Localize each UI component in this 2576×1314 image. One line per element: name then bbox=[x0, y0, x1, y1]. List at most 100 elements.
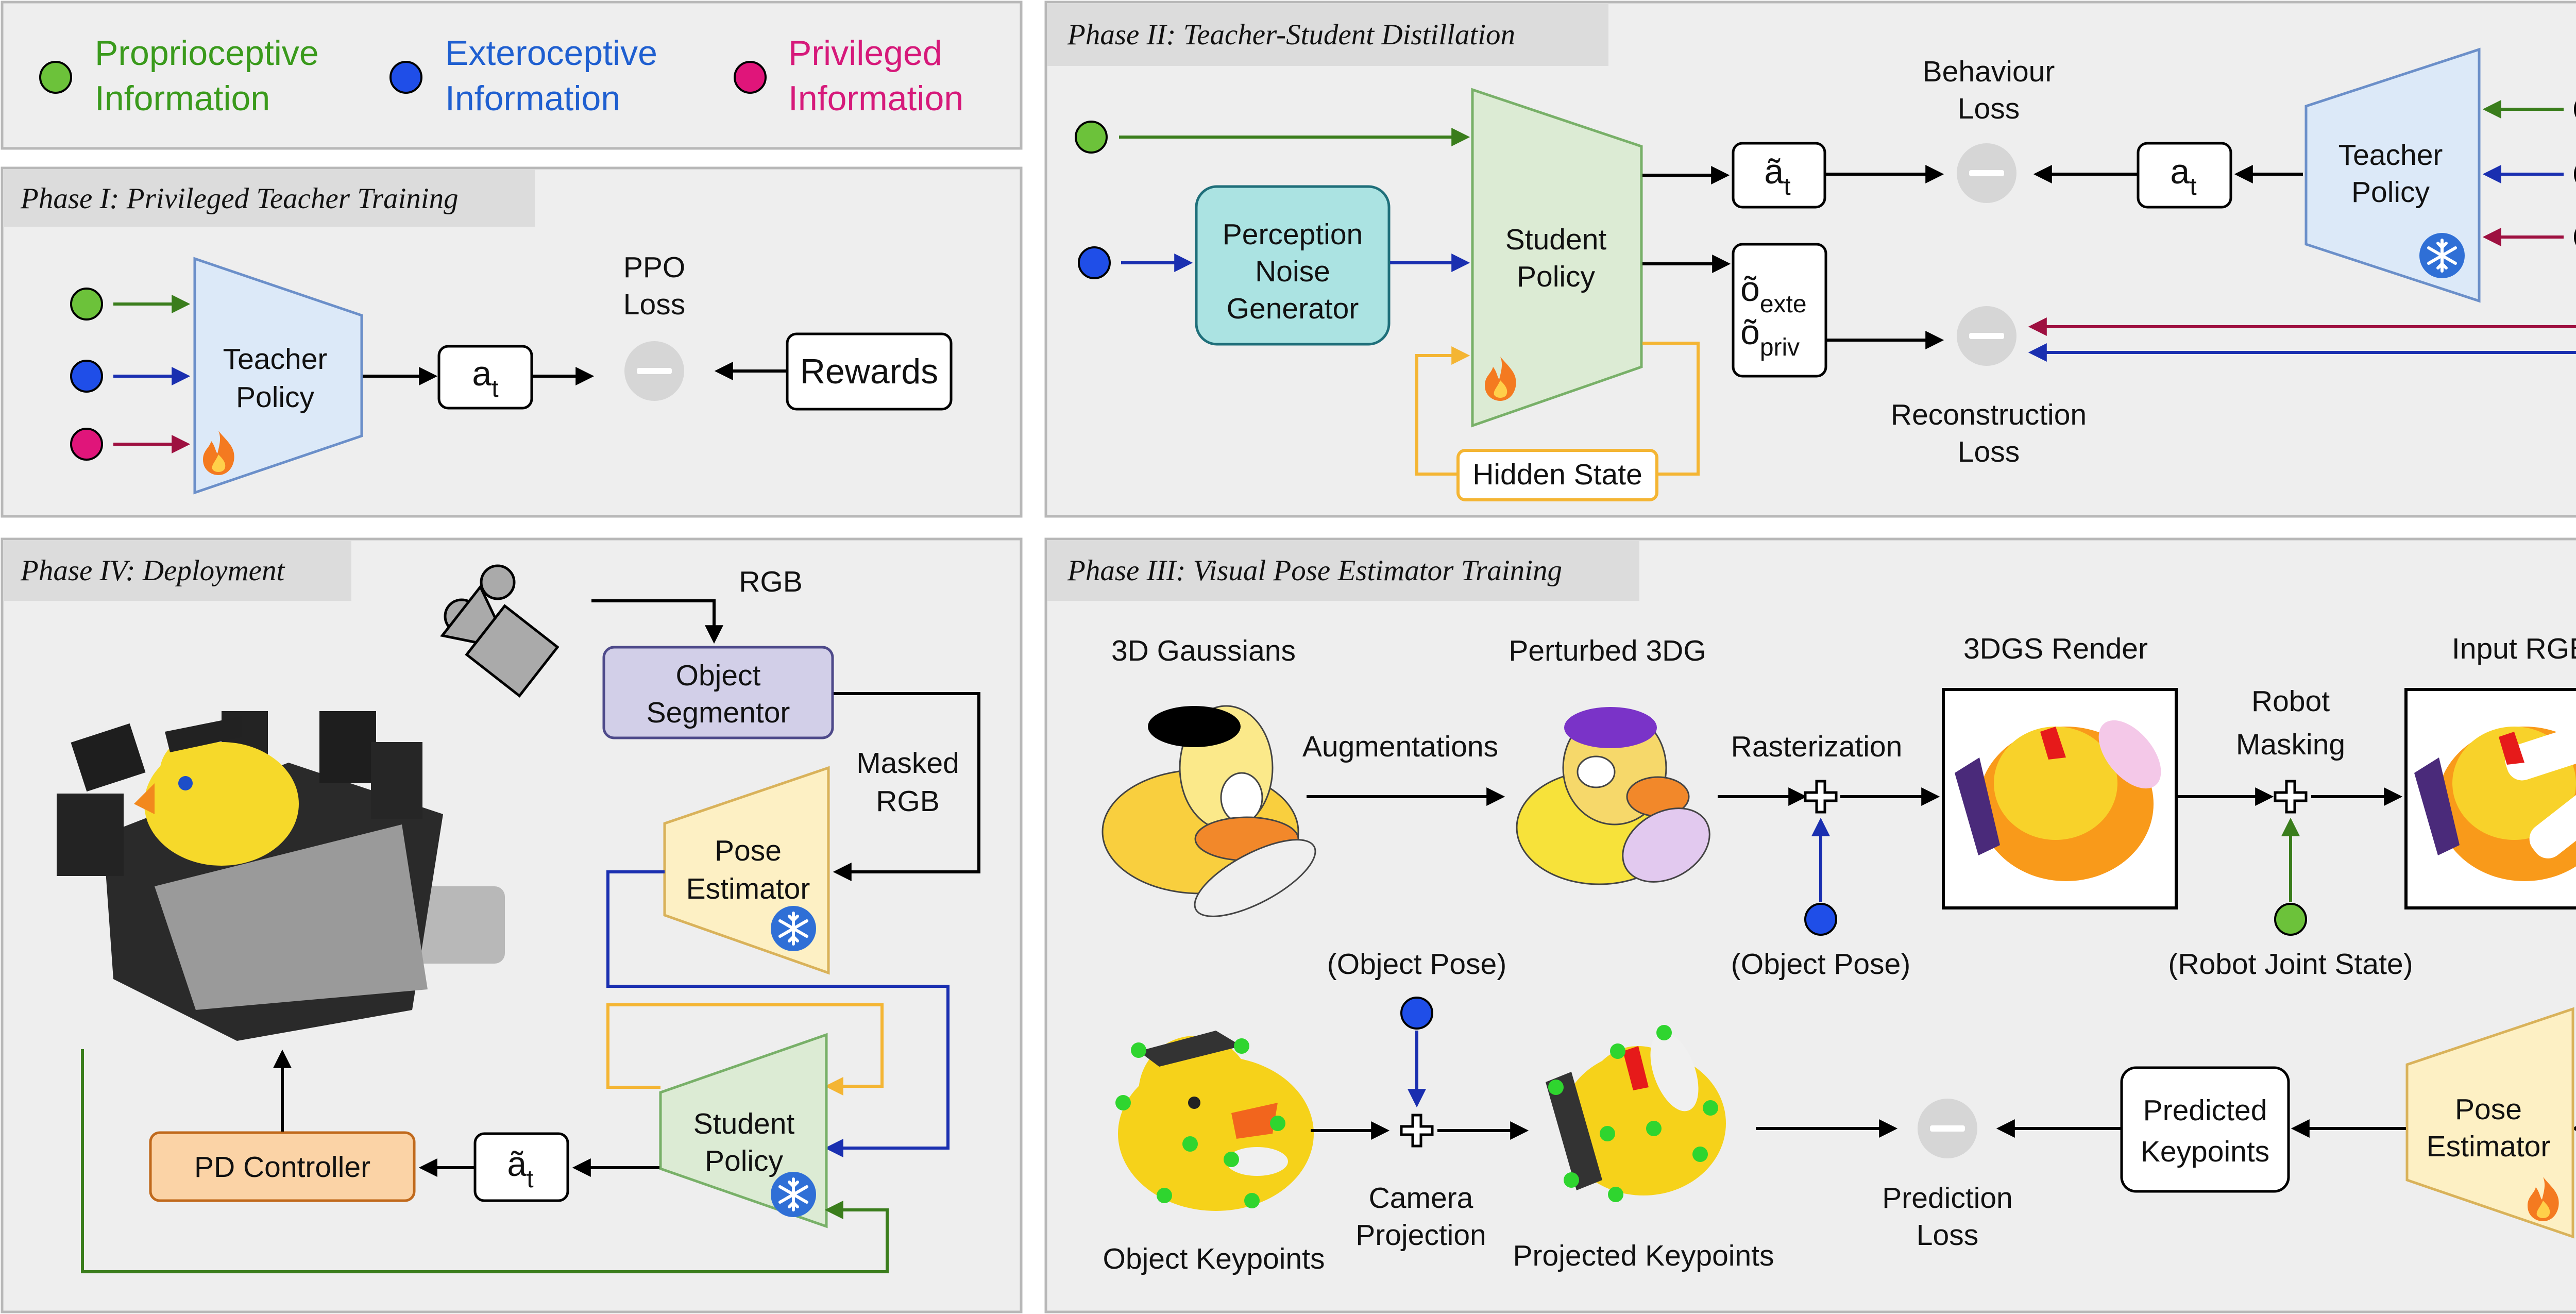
segmentor-line2: Segmentor bbox=[647, 696, 790, 729]
noise-line3: Generator bbox=[1227, 292, 1359, 325]
legend-panel: Proprioceptive Information Exteroceptive… bbox=[1, 1, 1023, 150]
masked-line2: RGB bbox=[876, 785, 940, 818]
render-label: 3DGS Render bbox=[1963, 632, 2148, 665]
phase2-student-line1: Student bbox=[1505, 223, 1607, 256]
phase2-teacher-policy: Teacher Policy bbox=[2304, 47, 2481, 303]
phase1-title: Phase I: Privileged Teacher Training bbox=[20, 182, 459, 215]
perturbed-label: Perturbed 3DG bbox=[1509, 634, 1706, 667]
snowflake-icon bbox=[771, 906, 816, 951]
phase1-action-sub: t bbox=[492, 375, 498, 402]
augmentations-label: Augmentations bbox=[1302, 730, 1498, 763]
object-pose-1-label: (Object Pose) bbox=[1731, 948, 1910, 981]
rgb-label: RGB bbox=[739, 565, 803, 598]
predicted-keypoints-box: Predicted Keypoints bbox=[2120, 1066, 2290, 1193]
teacher-action: a bbox=[2170, 152, 2190, 191]
green-dot-icon bbox=[1075, 121, 1108, 154]
gaussians-image bbox=[1101, 705, 1316, 917]
noise-line1: Perception bbox=[1223, 218, 1363, 251]
phase4-student-line1: Student bbox=[693, 1107, 795, 1140]
student-action-sub: t bbox=[1784, 173, 1790, 200]
phase1-action-box: at bbox=[437, 345, 533, 410]
phase2-title: Phase II: Teacher-Student Distillation bbox=[1067, 19, 1515, 51]
blue-dot-icon bbox=[389, 61, 422, 94]
phase3-panel: Phase III: Visual Pose Estimator Trainin… bbox=[1044, 537, 2576, 1313]
phase1-teacher-policy: Teacher Policy bbox=[193, 257, 363, 495]
obs-exte: õ bbox=[1740, 269, 1760, 309]
prediction-line2: Loss bbox=[1917, 1219, 1978, 1252]
pink-dot-icon bbox=[70, 428, 103, 461]
object-keypoints-label: Object Keypoints bbox=[1103, 1242, 1325, 1275]
object-pose-2-label: (Object Pose) bbox=[1327, 948, 1506, 981]
robot-hand-photo bbox=[57, 711, 505, 1041]
camera-icon bbox=[440, 564, 560, 698]
projected-keypoints-label: Projected Keypoints bbox=[1513, 1239, 1774, 1272]
phase1-loss-line2: Loss bbox=[623, 288, 685, 321]
ppo-loss-minus-icon bbox=[624, 341, 684, 401]
legend-exteroceptive-line2: Information bbox=[445, 79, 620, 118]
blue-dot-icon bbox=[1400, 997, 1433, 1030]
phase4-pose-line2: Estimator bbox=[686, 872, 810, 905]
phase1-teacher-line1: Teacher bbox=[223, 343, 328, 376]
legend-privileged-line2: Information bbox=[788, 79, 963, 118]
camera-line1: Camera bbox=[1369, 1182, 1473, 1215]
phase2-teacher-line1: Teacher bbox=[2338, 139, 2443, 172]
behaviour-line2: Loss bbox=[1958, 92, 2020, 125]
student-action: ã bbox=[1764, 152, 1784, 191]
predicted-line1: Predicted bbox=[2143, 1094, 2267, 1127]
phase1-action: a bbox=[472, 354, 492, 393]
obs-priv: õ bbox=[1740, 313, 1760, 352]
rewards-label: Rewards bbox=[800, 352, 938, 391]
legend-privileged-line1: Privileged bbox=[788, 33, 942, 73]
phase4-pose-line1: Pose bbox=[715, 834, 782, 867]
student-action-box: ãt bbox=[1732, 142, 1826, 209]
joint-state-label: (Robot Joint State) bbox=[2168, 948, 2413, 981]
reconstruction-loss-minus-icon bbox=[1957, 306, 2016, 366]
phase4-pose-estimator: Pose Estimator bbox=[663, 766, 830, 975]
rewards-box: Rewards bbox=[786, 332, 953, 411]
legend-exteroceptive: Exteroceptive Information bbox=[389, 33, 657, 118]
phase4-student-policy: Student Policy bbox=[659, 1033, 828, 1228]
input-rgb-image bbox=[2404, 688, 2576, 909]
recon-line1: Reconstruction bbox=[1891, 398, 2087, 431]
svg-text:at: at bbox=[2170, 152, 2196, 200]
pink-dot-icon bbox=[734, 61, 767, 94]
recon-line2: Loss bbox=[1958, 435, 2020, 468]
phase4-panel: Phase IV: Deployment RGB Object Segmento… bbox=[1, 537, 1023, 1313]
phase4-action-box: ãt bbox=[473, 1132, 569, 1202]
blue-dot-icon bbox=[1804, 903, 1837, 936]
blue-dot-icon bbox=[70, 360, 103, 393]
phase2-student-policy: Student Policy bbox=[1471, 88, 1643, 428]
phase3-pose-estimator: Pose Estimator bbox=[2405, 1007, 2574, 1239]
snowflake-icon bbox=[2419, 233, 2465, 278]
obs-exte-sub: exte bbox=[1760, 291, 1807, 318]
perception-noise-generator: Perception Noise Generator bbox=[1195, 185, 1391, 346]
phase1-teacher-line2: Policy bbox=[236, 381, 315, 414]
camera-line2: Projection bbox=[1355, 1219, 1486, 1252]
obs-priv-sub: priv bbox=[1760, 334, 1800, 361]
phase4-action-sub: t bbox=[527, 1166, 533, 1193]
green-dot-icon bbox=[39, 61, 72, 94]
green-dot-icon bbox=[2274, 903, 2307, 936]
phase4-student-line2: Policy bbox=[705, 1144, 784, 1177]
rasterization-label: Rasterization bbox=[1731, 730, 1903, 763]
teacher-action-box: at bbox=[2137, 142, 2232, 209]
teacher-action-sub: t bbox=[2190, 173, 2196, 200]
legend-proprioceptive-line2: Information bbox=[95, 79, 270, 118]
legend-proprioceptive: Proprioceptive Information bbox=[39, 33, 319, 118]
svg-text:õpriv: õpriv bbox=[1740, 313, 1800, 361]
phase1-panel: Phase I: Privileged Teacher Training Tea… bbox=[1, 166, 1023, 518]
projected-keypoints-image bbox=[1546, 1025, 1726, 1202]
robot-masking-line1: Robot bbox=[2251, 685, 2330, 718]
robot-masking-line2: Masking bbox=[2236, 728, 2345, 761]
phase2-student-line2: Policy bbox=[1517, 260, 1596, 293]
reconstruction-obs-box: õexte õpriv bbox=[1732, 243, 1827, 378]
segmentor-line1: Object bbox=[676, 659, 761, 692]
input-rgb-label: Input RGB bbox=[2452, 632, 2576, 665]
phase2-teacher-line2: Policy bbox=[2351, 176, 2430, 209]
predicted-line2: Keypoints bbox=[2141, 1135, 2269, 1168]
svg-text:ãt: ãt bbox=[1764, 152, 1790, 200]
phase3-title: Phase III: Visual Pose Estimator Trainin… bbox=[1067, 554, 1562, 587]
gaussians-label: 3D Gaussians bbox=[1111, 634, 1296, 667]
legend-privileged: Privileged Information bbox=[734, 33, 963, 118]
